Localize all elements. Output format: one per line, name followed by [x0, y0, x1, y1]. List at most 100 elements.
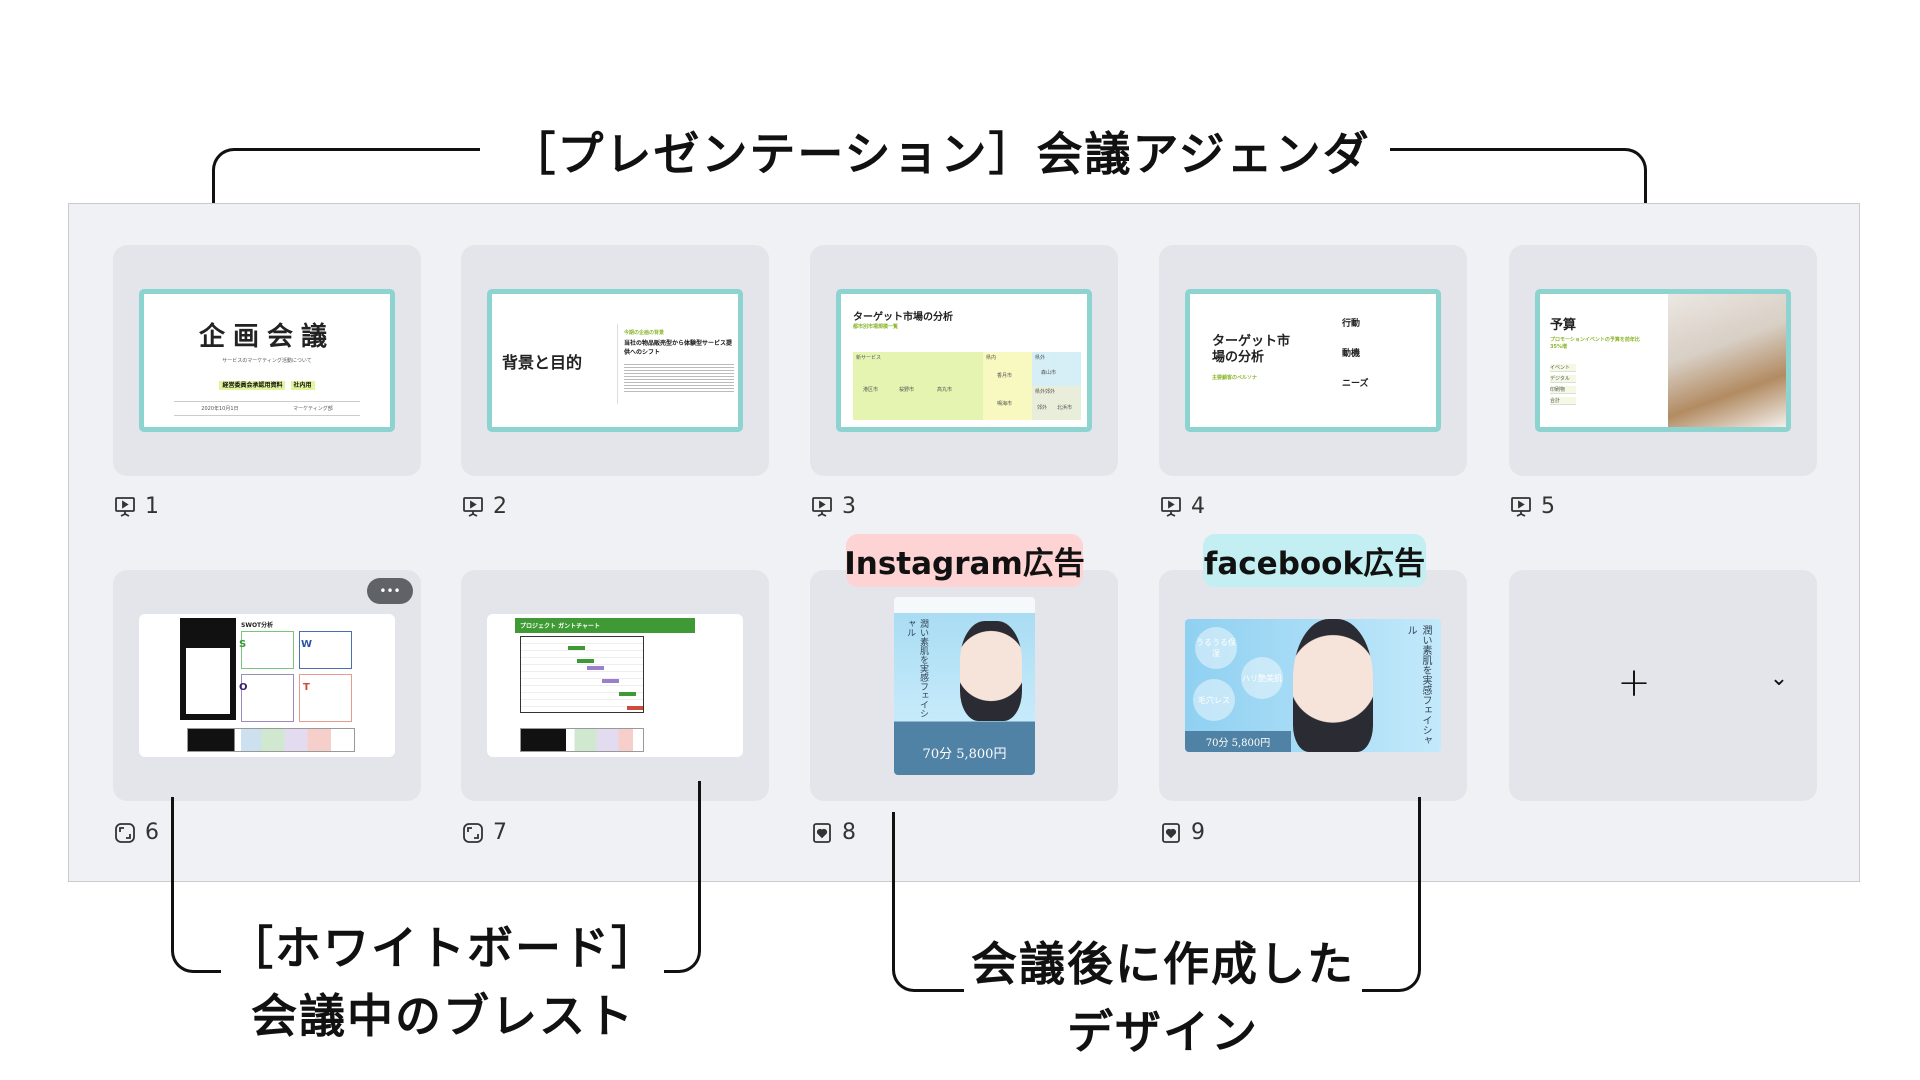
whiteboard-thumbnail: プロジェクト ガントチャート — [487, 614, 743, 757]
budget-row: 合計 — [1550, 397, 1576, 405]
gantt-bar — [587, 666, 604, 670]
swot-letter: T — [303, 682, 310, 693]
gantt-bar — [619, 692, 636, 696]
slide-thumbnail: 予算 プロモーションイベントの予算を前年比35%増 イベント デジタル 印刷物 … — [1535, 289, 1791, 432]
whiteboard-title: プロジェクト ガントチャート — [515, 618, 695, 633]
divider — [617, 324, 618, 404]
add-page-button[interactable]: + — [1617, 660, 1651, 706]
cell: 鳴海市 — [997, 401, 1013, 407]
slide-title: 背景と目的 — [502, 353, 583, 372]
cell: 桜野市 — [899, 387, 915, 393]
chevron-down-icon[interactable]: ⌄ — [1769, 666, 1789, 691]
add-page-card[interactable]: + ⌄ — [1509, 570, 1817, 801]
presentation-icon — [1161, 496, 1181, 517]
whiteboard-annotation-line1: ［ホワイトボード］ — [227, 921, 659, 975]
slide-kicker: 都市別市場規模一覧 — [853, 324, 899, 330]
slide-thumbnail: 企画会議 サービスのマーケティング活動について 経営委員会承認用資料 社内用 2… — [139, 289, 395, 432]
cell: 森山市 — [1041, 370, 1057, 376]
bracket-top-left — [212, 148, 480, 237]
ad-bubble: ハリ艶美肌 — [1241, 657, 1283, 699]
page-card-7[interactable]: プロジェクト ガントチャート — [461, 570, 769, 801]
page-number: 7 — [493, 820, 507, 845]
badge: 経営委員会承認用資料 — [219, 381, 286, 390]
slide-thumbnail: ターゲット市場の分析 都市別市場規模一覧 新サービス 港区市 桜野市 高丸市 県… — [836, 289, 1092, 432]
page-label-3: 3 — [810, 494, 856, 519]
slide-subtitle: サービスのマーケティング活動について — [222, 358, 312, 364]
instagram-ad-thumbnail: 潤い素肌を実感フェイシャル 70分 5,800円 — [894, 597, 1035, 775]
sidebar-white — [186, 648, 230, 714]
more-options-button[interactable]: ••• — [367, 578, 413, 604]
sidebar-black — [180, 618, 236, 720]
cell: 県内 — [986, 355, 997, 361]
bracket-whiteboard-right — [664, 781, 701, 973]
page-card-2[interactable]: 背景と目的 今期の企画の背景 当社の物品販売型から体験型サービス提供へのシフト — [461, 245, 769, 476]
page-card-8[interactable]: 潤い素肌を実感フェイシャル 70分 5,800円 — [810, 570, 1118, 801]
whiteboard-title: SWOT分析 — [241, 622, 274, 629]
slide-point: 行動 — [1342, 319, 1361, 329]
page-number: 2 — [493, 494, 507, 519]
whiteboard-icon — [115, 822, 135, 843]
page-label-8: 8 — [810, 820, 856, 845]
budget-row: イベント — [1550, 364, 1576, 372]
ad-headline: 潤い素肌を実感フェイシャル — [1405, 625, 1431, 745]
ad-price: 70分 5,800円 — [922, 747, 1007, 762]
design-icon — [1162, 822, 1180, 843]
swot-letter: O — [239, 682, 248, 693]
page-card-3[interactable]: ターゲット市場の分析 都市別市場規模一覧 新サービス 港区市 桜野市 高丸市 県… — [810, 245, 1118, 476]
facebook-ad-thumbnail: うるうる保湿 ハリ艶美肌 毛穴レス 潤い素肌を実感フェイシャル 70分 5,80… — [1185, 619, 1441, 752]
cell: 高丸市 — [937, 387, 953, 393]
sticky-palette — [520, 728, 644, 752]
slide-title: ターゲット市場の分析 — [1212, 334, 1291, 365]
presentation-icon — [1511, 496, 1531, 517]
gantt-bar — [577, 659, 594, 663]
design-icon — [813, 822, 831, 843]
page-card-1[interactable]: 企画会議 サービスのマーケティング活動について 経営委員会承認用資料 社内用 2… — [113, 245, 421, 476]
bracket-design-left — [892, 812, 964, 992]
swot-letter: S — [239, 639, 247, 650]
page-label-5: 5 — [1509, 494, 1555, 519]
page-card-5[interactable]: 予算 プロモーションイベントの予算を前年比35%増 イベント デジタル 印刷物 … — [1509, 245, 1817, 476]
slide-heading: 当社の物品販売型から体験型サービス提供へのシフト — [624, 340, 733, 356]
model-face — [960, 621, 1022, 721]
design-annotation-line2: デザイン — [1067, 1005, 1259, 1059]
slide-kicker: 今期の企画の背景 — [624, 330, 665, 336]
instagram-ad-tag: Instagram広告 — [844, 534, 1085, 587]
bracket-top-right — [1390, 148, 1647, 220]
slide-kicker: 主要顧客のペルソナ — [1212, 375, 1258, 381]
ad-bubble: うるうる保湿 — [1195, 627, 1237, 669]
ad-price: 70分 5,800円 — [1185, 731, 1291, 752]
gantt-table — [520, 636, 644, 713]
page-label-9: 9 — [1159, 820, 1205, 845]
swot-box-o: O — [239, 674, 294, 722]
cell: 北浜市 — [1057, 405, 1073, 411]
page-card-9[interactable]: うるうる保湿 ハリ艶美肌 毛穴レス 潤い素肌を実感フェイシャル 70分 5,80… — [1159, 570, 1467, 801]
cell: 郊外 — [1037, 405, 1048, 411]
cell: 県外郊外 — [1035, 389, 1056, 395]
design-annotation-line1: 会議後に作成した — [971, 937, 1355, 991]
sticky-palette — [187, 728, 355, 752]
slide-date: 2020年10月1日 — [201, 406, 239, 412]
page-label-7: 7 — [461, 820, 507, 845]
slide-title: 企画会議 — [198, 322, 335, 352]
cell: 香月市 — [997, 373, 1013, 379]
swot-box-t: T — [299, 674, 352, 722]
page-card-4[interactable]: ターゲット市場の分析 主要顧客のペルソナ 行動 動機 ニーズ — [1159, 245, 1467, 476]
slide-thumbnail: ターゲット市場の分析 主要顧客のペルソナ 行動 動機 ニーズ — [1185, 289, 1441, 432]
whiteboard-thumbnail: SWOT分析 S W O T — [139, 614, 395, 757]
whiteboard-annotation-line2: 会議中のブレスト — [251, 989, 635, 1043]
tea-photo — [1668, 294, 1786, 427]
budget-row: デジタル — [1550, 375, 1576, 383]
page-number: 4 — [1191, 494, 1205, 519]
block-yellow — [983, 352, 1032, 420]
gantt-bar — [602, 679, 619, 683]
ad-headline: 潤い素肌を実感フェイシャル — [905, 619, 928, 718]
slide-title: ターゲット市場の分析 — [853, 312, 953, 323]
cell: 新サービス — [856, 355, 882, 361]
bracket-design-right — [1362, 797, 1421, 992]
page-card-6[interactable]: SWOT分析 S W O T ••• — [113, 570, 421, 801]
gantt-bar — [627, 706, 643, 710]
page-label-6: 6 — [113, 820, 159, 845]
slide-point: 動機 — [1342, 349, 1361, 359]
slide-dept: マーケティング部 — [293, 406, 333, 412]
page-number: 8 — [842, 820, 856, 845]
